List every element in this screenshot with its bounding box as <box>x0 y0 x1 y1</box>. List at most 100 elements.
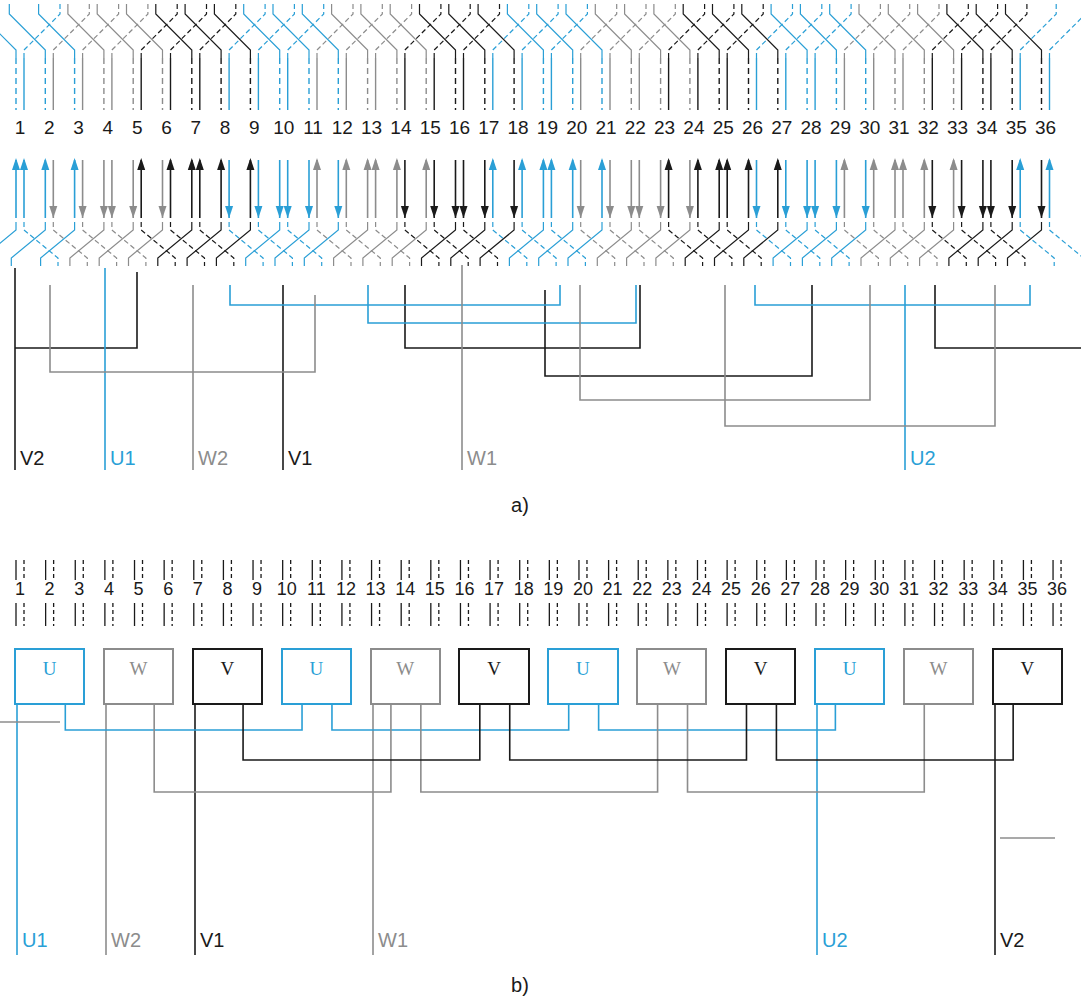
slot-number: 12 <box>332 117 353 140</box>
coil-side <box>756 58 757 110</box>
slot-mark <box>231 603 232 626</box>
slot-number: 36 <box>1035 117 1056 140</box>
coil-side <box>777 58 778 110</box>
arrow-head <box>276 206 284 218</box>
coil-side <box>103 58 104 110</box>
slot-mark <box>193 560 194 580</box>
lead-wires <box>15 265 1081 470</box>
coil-side <box>132 58 133 110</box>
end-winding <box>302 4 338 58</box>
slot-number: 4 <box>104 579 114 601</box>
slot-mark <box>371 603 372 626</box>
arrow-head <box>518 158 526 170</box>
slot-mark <box>972 560 973 580</box>
slot-mark <box>667 603 668 626</box>
slot-mark <box>260 560 261 580</box>
slot-number: 8 <box>222 579 232 601</box>
coil-side <box>170 58 171 110</box>
coil-group-box: W <box>103 648 174 705</box>
end-winding <box>859 4 895 58</box>
end-winding <box>97 4 133 58</box>
slot-number: 34 <box>988 579 1008 601</box>
slot-mark <box>1001 603 1002 626</box>
slot-mark <box>290 603 291 626</box>
slot-mark <box>853 560 854 580</box>
end-winding <box>771 4 807 58</box>
slot-mark <box>320 603 321 626</box>
end-winding <box>478 4 514 58</box>
slot-number: 2 <box>45 579 55 601</box>
arrow-head <box>635 206 643 218</box>
slot-mark <box>312 603 313 626</box>
coil-connector <box>421 705 658 792</box>
terminal-wire <box>994 705 996 955</box>
arrow-head <box>137 158 145 170</box>
coil-connector <box>688 705 925 792</box>
coil-side <box>338 58 339 110</box>
coil-side <box>719 58 720 110</box>
phase-letter: W <box>930 650 948 681</box>
slot-number: 33 <box>958 579 978 601</box>
arrow-head <box>489 158 497 170</box>
end-winding <box>24 4 60 58</box>
slot-mark <box>223 603 224 626</box>
coil-connector <box>510 705 747 760</box>
coil-group-box: V <box>192 648 263 705</box>
slot-mark <box>430 560 431 580</box>
lead-wire <box>104 268 106 470</box>
slot-mark <box>794 603 795 626</box>
end-winding <box>185 4 221 58</box>
arrow-head <box>313 158 321 170</box>
end-winding <box>874 4 910 58</box>
end-winding <box>1050 4 1081 58</box>
end-winding <box>800 4 836 58</box>
end-winding <box>464 4 500 58</box>
coil-side <box>543 58 544 110</box>
slot-mark <box>1031 603 1032 626</box>
terminal-label: U2 <box>822 928 848 952</box>
arrow-head <box>811 206 819 218</box>
end-winding <box>639 4 675 58</box>
terminal-wire <box>16 705 18 955</box>
slot-mark <box>45 560 46 580</box>
end-winding <box>610 4 646 58</box>
slot-number: 31 <box>899 579 919 601</box>
arrow-head <box>928 206 936 218</box>
coil-side <box>367 58 368 110</box>
lead-wire <box>192 285 194 470</box>
lead-wire <box>755 285 1030 305</box>
slot-mark <box>883 560 884 580</box>
coil-side <box>140 58 141 110</box>
coil-side <box>961 58 962 110</box>
arrow-head <box>129 206 137 218</box>
terminal-label: W1 <box>378 928 408 952</box>
arrow-head <box>840 158 848 170</box>
slot-mark <box>341 603 342 626</box>
arrow-head <box>460 206 468 218</box>
slot-mark <box>942 603 943 626</box>
slot-mark <box>371 560 372 580</box>
slot-mark <box>1060 560 1061 580</box>
end-winding <box>786 4 822 58</box>
slot-number: 24 <box>691 579 711 601</box>
lead-wire <box>904 285 906 470</box>
arrow-head <box>899 158 907 170</box>
slot-number: 35 <box>1006 117 1027 140</box>
slot-number: 19 <box>537 117 558 140</box>
coil-side <box>572 58 573 110</box>
slot-number: 33 <box>947 117 968 140</box>
end-winding <box>844 4 880 58</box>
slot-number: 10 <box>277 579 297 601</box>
slot-mark <box>993 560 994 580</box>
slot-mark <box>972 603 973 626</box>
coil-side <box>894 58 895 110</box>
slot-mark <box>489 560 490 580</box>
slot-mark <box>223 560 224 580</box>
slot-mark <box>697 603 698 626</box>
slot-number: 32 <box>918 117 939 140</box>
slot-mark <box>764 560 765 580</box>
coil-side <box>220 58 221 110</box>
slot-number: 7 <box>193 579 203 601</box>
end-winding <box>361 4 397 58</box>
